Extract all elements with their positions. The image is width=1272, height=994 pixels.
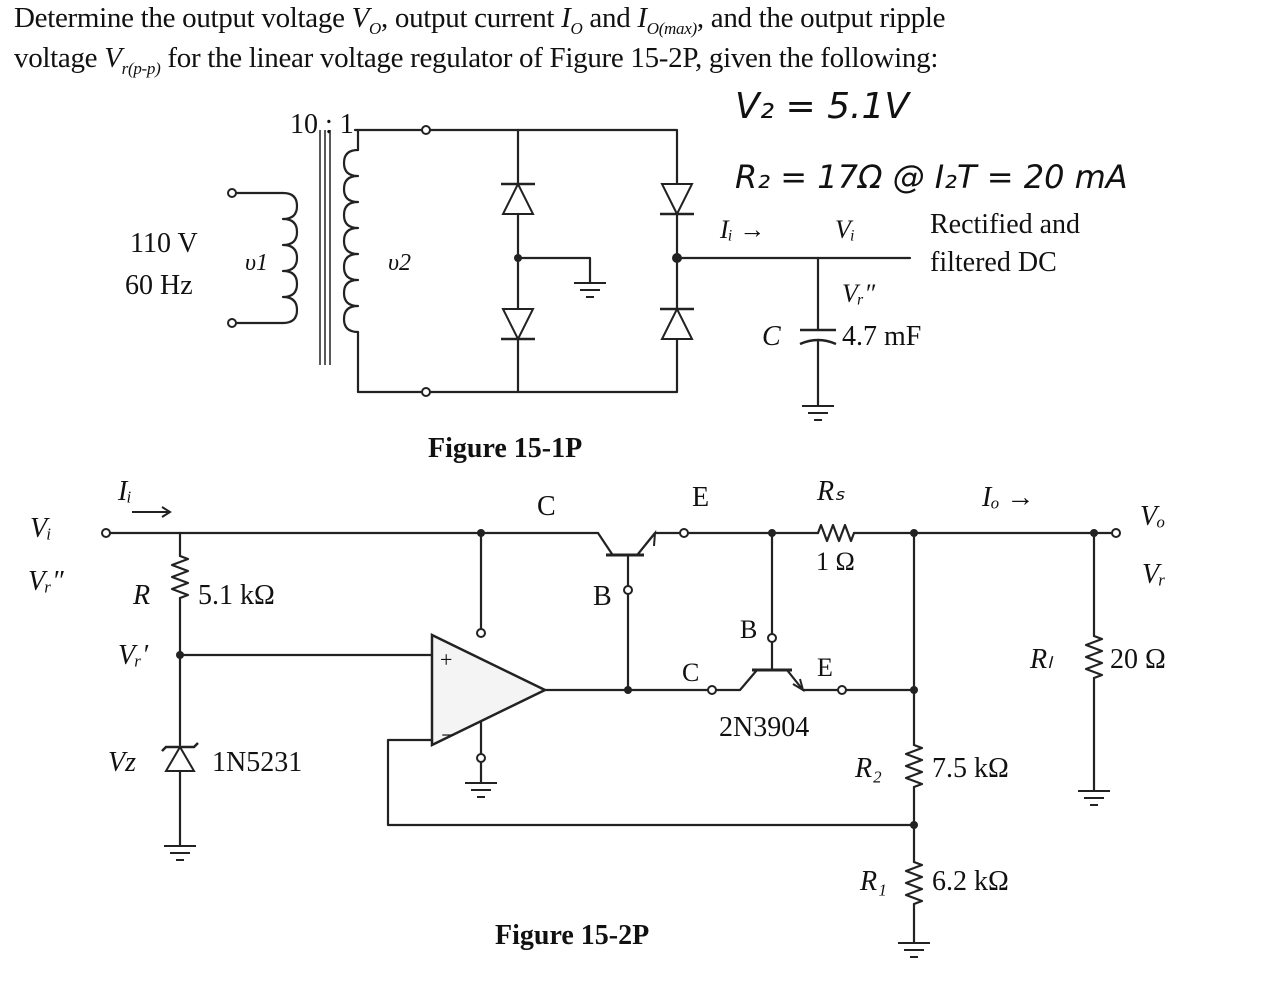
vr-label: Vᵣ	[1142, 559, 1166, 590]
filtered-dc-label: filtered DC	[930, 247, 1057, 278]
vo-terminal	[1111, 528, 1121, 538]
iomax-sub: O(max)	[646, 18, 697, 38]
q1-mid2: and	[582, 2, 638, 34]
source-voltage: 110 V	[130, 228, 198, 259]
iomax-var: I	[637, 2, 647, 34]
capacitor-value: 4.7 mF	[842, 321, 921, 352]
vr-sub: r(p-p)	[121, 58, 161, 78]
transformer-primary	[227, 188, 299, 328]
q2-emitter-label: E	[817, 653, 833, 682]
q1-base-label: B	[593, 581, 612, 612]
q1-emitter-label: E	[692, 482, 709, 513]
source-frequency: 60 Hz	[125, 270, 193, 301]
bridge-diode-bottom-left	[501, 298, 535, 347]
bridge-diode-bottom-right	[660, 298, 694, 347]
bridge-diode-top-right	[660, 176, 694, 224]
opamp-minus: −	[441, 723, 455, 749]
primary-terminal-top	[227, 188, 237, 198]
rectified-label: Rectified and	[930, 209, 1080, 240]
figure-15-2p: Iᵢ Vᵢ Vᵣ″ R 5.1 kΩ Vᵣ′ Vᴢ 1N523	[28, 476, 1166, 958]
resistor-rl	[1084, 634, 1104, 680]
resistor-r2	[904, 743, 924, 789]
primary-terminal-bottom	[227, 318, 237, 328]
question-line-2: voltage Vr(p-p) for the linear voltage r…	[14, 42, 938, 79]
pass-transistor-q1	[596, 528, 689, 692]
r1-ground-icon	[898, 942, 930, 958]
vi-label-fig1: Vᵢ	[835, 215, 855, 244]
figure-1-caption: Figure 15-1P	[428, 433, 582, 464]
zener-diode	[161, 742, 199, 772]
vi-label-fig2: Vᵢ	[30, 513, 52, 544]
io-var: I	[561, 2, 571, 34]
q2-base-label: B	[740, 615, 757, 644]
r2-value: 7.5 kΩ	[932, 753, 1009, 784]
vo-var: V	[351, 2, 370, 34]
rl-ground-icon	[1078, 790, 1110, 806]
vo-label: Vₒ	[1140, 501, 1165, 532]
resistor-rs	[816, 523, 856, 543]
capacitor-label: C	[762, 321, 781, 352]
handwritten-vz: V₂ = 5.1V	[735, 86, 911, 127]
transformer-ratio: 10 : 1	[290, 109, 354, 140]
r-value: 5.1 kΩ	[198, 580, 275, 611]
v1-label: υ1	[245, 250, 268, 276]
r-label: R	[132, 580, 150, 611]
bridge-ground-icon	[574, 282, 606, 298]
q2-prefix: voltage	[14, 42, 105, 74]
resistor-r	[170, 554, 190, 600]
rl-value: 20 Ω	[1110, 644, 1166, 675]
q2-part-label: 2N3904	[719, 712, 809, 743]
io-sub: O	[570, 18, 583, 38]
opamp-plus: +	[440, 647, 452, 672]
vo-sub: O	[369, 18, 381, 38]
ii-label-fig2: Iᵢ	[117, 476, 132, 507]
zener-part: 1N5231	[212, 747, 302, 778]
transformer-secondary	[342, 125, 431, 397]
q2-suffix: for the linear voltage regulator of Figu…	[160, 42, 939, 74]
vr2-label-fig2: Vᵣ″	[28, 566, 64, 597]
handwritten-rz: R₂ = 17Ω @ I₂T = 20 mA	[735, 158, 1128, 196]
bridge-diode-top-left	[501, 176, 535, 224]
q1-prefix: Determine the output voltage	[14, 2, 352, 34]
transformer-core	[319, 130, 331, 365]
q1-mid1: , output current	[381, 2, 562, 34]
vr1-label: Vᵣ′	[118, 640, 149, 671]
r2-label: R₂	[854, 753, 882, 784]
resistor-r1	[904, 860, 924, 906]
v2-label: υ2	[388, 250, 411, 276]
current-limit-transistor-q2	[707, 531, 916, 695]
q1-collector-label: C	[537, 491, 556, 522]
opamp-ground-icon	[465, 782, 497, 798]
io-label: Iₒ →	[981, 482, 1034, 513]
q2-collector-label: C	[682, 658, 699, 687]
vr2-label-fig1: Vᵣ″	[842, 279, 876, 308]
vi-terminal	[101, 528, 111, 538]
op-amp: + −	[430, 633, 548, 749]
ii-arrow-label: Iᵢ →	[719, 215, 765, 244]
r1-value: 6.2 kΩ	[932, 866, 1009, 897]
figure-2-caption: Figure 15-2P	[495, 920, 649, 951]
vr-var: V	[104, 42, 122, 74]
rs-value: 1 Ω	[816, 547, 855, 576]
figure-15-1p: 10 : 1 110 V 60 Hz υ1 υ2	[125, 109, 1080, 464]
rl-label: Rₗ	[1029, 644, 1054, 675]
vz-label: Vᴢ	[108, 747, 136, 778]
r1-label: R₁	[859, 866, 887, 897]
zener-ground-icon	[164, 845, 196, 861]
question-line-1: Determine the output voltage VO, output …	[14, 2, 946, 39]
rs-label: Rₛ	[816, 476, 845, 507]
cap-ground-icon	[802, 405, 834, 421]
q1-suffix: , and the output ripple	[696, 2, 946, 34]
